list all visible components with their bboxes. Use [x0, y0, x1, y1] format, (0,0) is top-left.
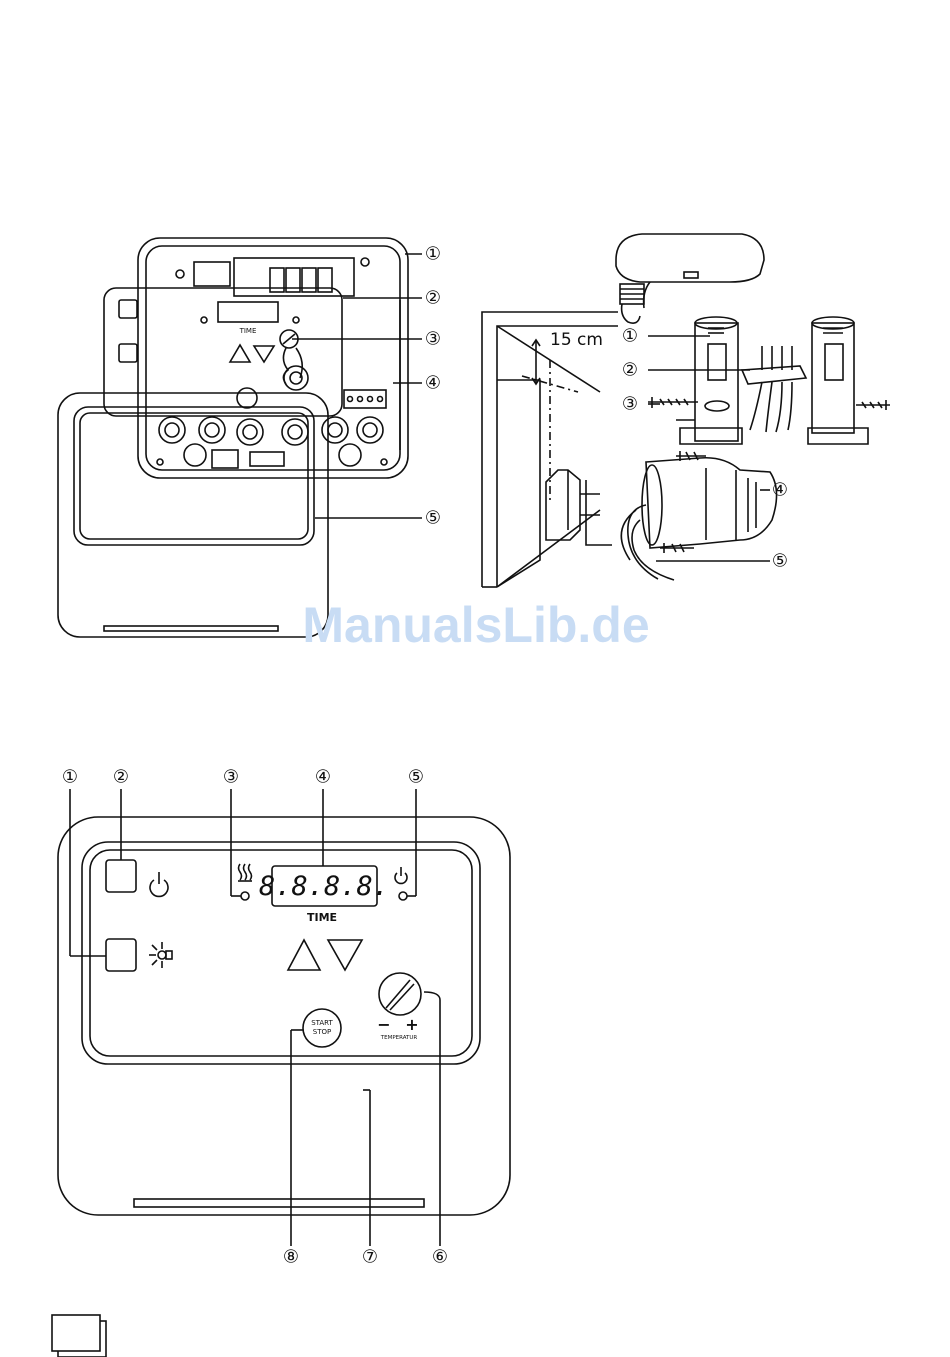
- front-panel-diagram: [58, 789, 510, 1246]
- bottom-slot: [134, 1199, 424, 1207]
- down-arrow-button[interactable]: [328, 940, 362, 970]
- panel-callout-4: ④: [315, 767, 331, 788]
- plus-label: +: [405, 1015, 418, 1034]
- standby-led: [399, 892, 407, 900]
- start-label: START: [311, 1019, 333, 1027]
- heating-led: [241, 892, 249, 900]
- panel-callout-5: ⑤: [408, 767, 424, 788]
- display-digits: 8.8.8.8.: [259, 871, 389, 902]
- page-number-box: [52, 1315, 106, 1357]
- up-arrow-button[interactable]: [288, 940, 320, 970]
- power-button[interactable]: [106, 860, 136, 892]
- panel-callout-1: ①: [62, 767, 78, 788]
- controller-exploded-view: [58, 238, 422, 637]
- sensor-mounting-view: [482, 234, 890, 587]
- light-button[interactable]: [106, 939, 136, 971]
- sensor-callout-3: ③: [622, 394, 638, 415]
- panel-callout-2: ②: [113, 767, 129, 788]
- sensor-callout-5: ⑤: [772, 551, 788, 572]
- callout-2: ②: [425, 288, 441, 309]
- sensor-callout-2: ②: [622, 360, 638, 381]
- minus-label: −: [377, 1015, 390, 1034]
- panel-callout-7: ⑦: [362, 1247, 378, 1268]
- sensor-callout-1: ①: [622, 326, 638, 347]
- heating-icon: [238, 864, 252, 881]
- sensor-callout-4: ④: [772, 480, 788, 501]
- temperature-knob[interactable]: [379, 973, 421, 1015]
- distance-label: 15 cm: [550, 330, 603, 350]
- callout-4: ④: [425, 373, 441, 394]
- temperature-label: TEMPERATUR: [380, 1035, 418, 1041]
- stop-label: STOP: [313, 1028, 331, 1036]
- light-icon: [149, 942, 172, 968]
- panel-callout-6: ⑥: [432, 1247, 448, 1268]
- watermark: ManualsLib.de: [302, 597, 649, 653]
- panel-callout-8: ⑧: [283, 1247, 299, 1268]
- callout-5: ⑤: [425, 508, 441, 529]
- panel-callout-3: ③: [223, 767, 239, 788]
- panel-time-label: TIME: [239, 327, 257, 335]
- time-label: TIME: [307, 911, 337, 924]
- callout-1: ①: [425, 244, 441, 265]
- callout-3: ③: [425, 329, 441, 350]
